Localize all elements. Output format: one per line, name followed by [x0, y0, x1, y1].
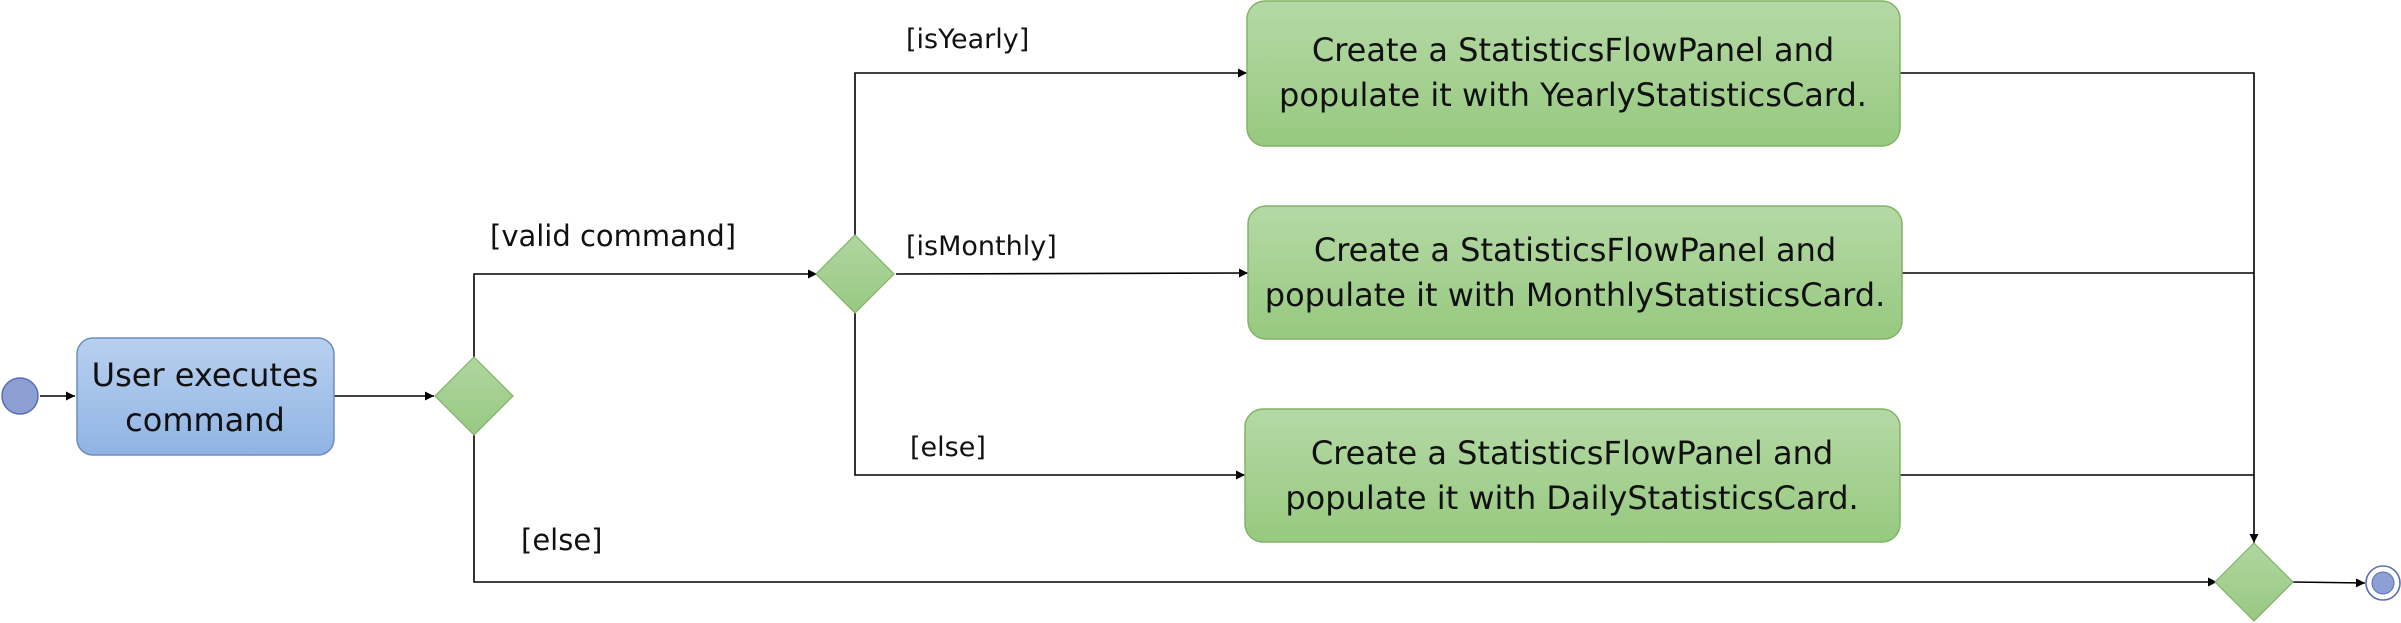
user-action-node: User executes command [76, 337, 335, 456]
guard-is-monthly: [isMonthly] [906, 231, 1057, 262]
daily-action-node: Create a StatisticsFlowPanel and populat… [1244, 408, 1901, 543]
edge-decision-valid [473, 269, 817, 357]
edge-decision-else [473, 435, 2217, 587]
daily-action-line-2: populate it with DailyStatisticsCard. [1285, 479, 1858, 517]
guard-valid-command: [valid command] [490, 219, 736, 253]
guard-else-branch: [else] [910, 432, 986, 463]
merge-diamond [2214, 542, 2294, 622]
guard-else-main: [else] [521, 523, 602, 557]
daily-action-box [1244, 408, 1901, 543]
edge-merge-to-end [2292, 578, 2366, 588]
initial-node [1, 377, 39, 415]
edge-daily [854, 313, 1245, 480]
guard-is-yearly: [isYearly] [906, 24, 1029, 55]
yearly-action-box [1246, 0, 1901, 147]
decision-diamond-type [815, 234, 895, 314]
edge-yearly-to-merge [1900, 72, 2259, 543]
edges [40, 68, 2366, 588]
user-action-line-2: command [125, 401, 285, 439]
final-node [2365, 565, 2401, 601]
yearly-action-line-1: Create a StatisticsFlowPanel and [1312, 31, 1834, 69]
edge-monthly [895, 268, 1249, 278]
final-node-core [2371, 571, 2395, 595]
user-action-box [76, 337, 335, 456]
monthly-action-line-1: Create a StatisticsFlowPanel and [1314, 231, 1836, 269]
monthly-action-box [1247, 205, 1903, 340]
daily-action-line-1: Create a StatisticsFlowPanel and [1311, 434, 1833, 472]
yearly-action-node: Create a StatisticsFlowPanel and populat… [1246, 0, 1901, 147]
decision-diamond-command [434, 356, 514, 436]
user-action-line-1: User executes [92, 356, 319, 394]
monthly-action-node: Create a StatisticsFlowPanel and populat… [1247, 205, 1903, 340]
monthly-action-line-2: populate it with MonthlyStatisticsCard. [1265, 276, 1886, 314]
edge-yearly [854, 68, 1247, 235]
yearly-action-line-2: populate it with YearlyStatisticsCard. [1279, 76, 1867, 114]
